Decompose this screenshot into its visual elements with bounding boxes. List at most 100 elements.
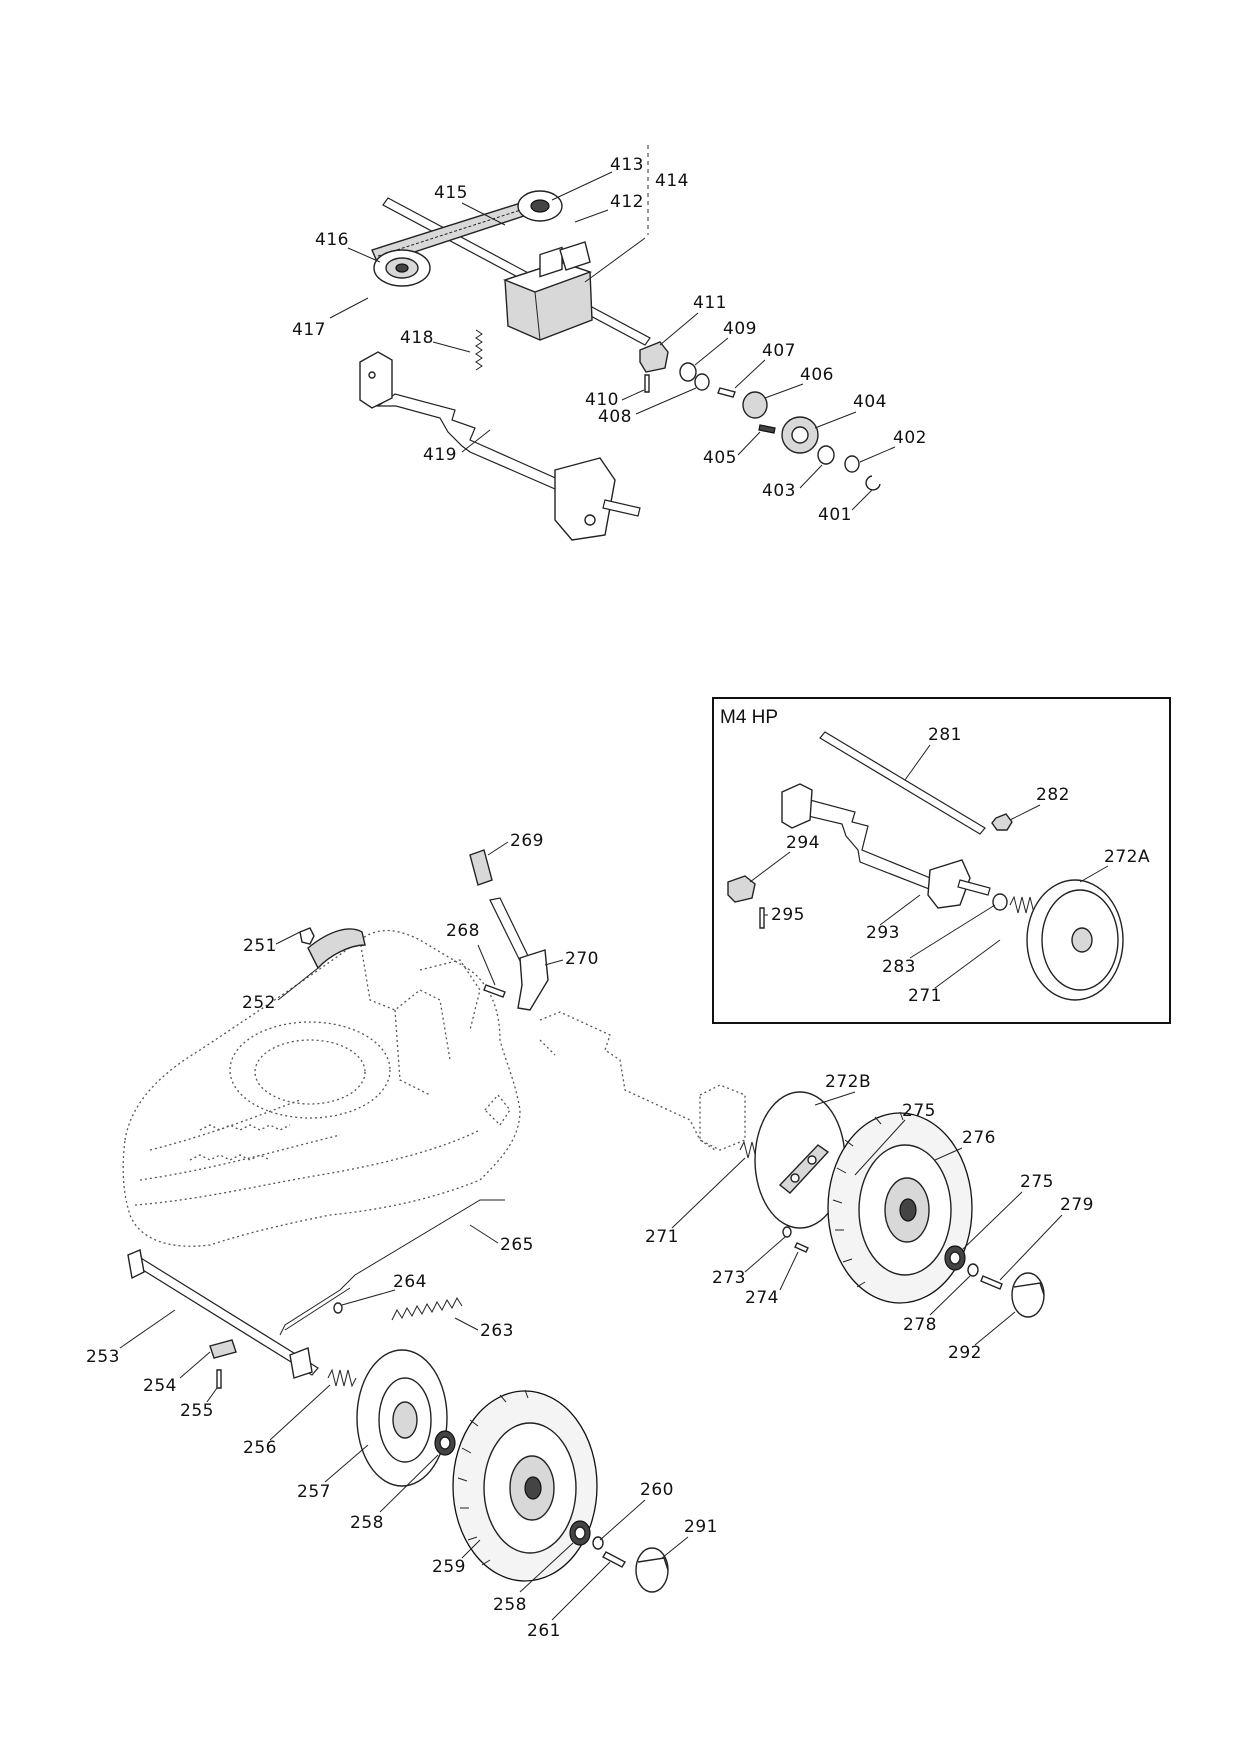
key-405 xyxy=(758,424,776,434)
axle-281 xyxy=(819,731,986,835)
label-265: 265 xyxy=(500,1235,534,1255)
label-258b: 258 xyxy=(493,1595,527,1615)
label-258a: 258 xyxy=(350,1513,384,1533)
label-257: 257 xyxy=(297,1482,331,1502)
washer-264 xyxy=(333,1302,343,1314)
screw-295 xyxy=(759,907,765,929)
bolt-274 xyxy=(794,1242,809,1253)
label-292: 292 xyxy=(948,1343,982,1363)
washer-278 xyxy=(967,1263,979,1277)
label-260: 260 xyxy=(640,1480,674,1500)
label-271-inset: 271 xyxy=(908,986,942,1006)
cap-252 xyxy=(307,928,366,970)
label-411: 411 xyxy=(693,293,727,313)
label-263: 263 xyxy=(480,1321,514,1341)
spring-418 xyxy=(475,329,483,371)
bolt-261 xyxy=(602,1551,626,1568)
label-415: 415 xyxy=(434,183,468,203)
hubcap-291 xyxy=(635,1547,669,1593)
label-410: 410 xyxy=(585,390,619,410)
bushing-406 xyxy=(742,391,768,419)
screw-255 xyxy=(216,1369,222,1389)
clip-254 xyxy=(209,1339,237,1359)
rod-265 xyxy=(279,1199,505,1336)
label-419: 419 xyxy=(423,445,457,465)
label-401: 401 xyxy=(818,505,852,525)
washer-409 xyxy=(679,362,697,382)
gearbox-assembly xyxy=(359,145,881,541)
washer-402 xyxy=(844,455,860,473)
label-278: 278 xyxy=(903,1315,937,1335)
label-264: 264 xyxy=(393,1272,427,1292)
label-291: 291 xyxy=(684,1517,718,1537)
screw-251 xyxy=(299,927,315,945)
spring-256 xyxy=(327,1368,357,1388)
clip-401 xyxy=(865,475,881,491)
label-256: 256 xyxy=(243,1438,277,1458)
label-283: 283 xyxy=(882,957,916,977)
label-414: 414 xyxy=(655,171,689,191)
pin-410 xyxy=(644,374,650,393)
label-405: 405 xyxy=(703,448,737,468)
label-252: 252 xyxy=(242,993,276,1013)
label-259: 259 xyxy=(432,1557,466,1577)
inset-title: M4 HP xyxy=(720,707,778,728)
label-407: 407 xyxy=(762,341,796,361)
bracket-294 xyxy=(727,875,756,903)
label-271: 271 xyxy=(645,1227,679,1247)
label-270: 270 xyxy=(565,949,599,969)
mower-deck-outline xyxy=(122,929,521,1247)
washer-283 xyxy=(992,893,1008,911)
inset-frame xyxy=(712,697,1171,1024)
label-254: 254 xyxy=(143,1376,177,1396)
grip-269 xyxy=(469,849,493,886)
spring-263 xyxy=(391,1296,463,1321)
height-bar-419 xyxy=(376,393,579,493)
inset-m4-hp: M4 HP xyxy=(712,697,1171,1024)
label-413: 413 xyxy=(610,155,644,175)
label-295: 295 xyxy=(771,905,805,925)
label-408: 408 xyxy=(598,407,632,427)
bearing-403 xyxy=(817,445,835,465)
label-273: 273 xyxy=(712,1268,746,1288)
label-253: 253 xyxy=(86,1347,120,1367)
label-406: 406 xyxy=(800,365,834,385)
label-293: 293 xyxy=(866,923,900,943)
label-272B: 272B xyxy=(825,1072,871,1092)
label-279: 279 xyxy=(1060,1195,1094,1215)
label-275a: 275 xyxy=(902,1101,936,1121)
label-418: 418 xyxy=(400,328,434,348)
hubcap-292 xyxy=(1011,1272,1045,1318)
label-275b: 275 xyxy=(1020,1172,1054,1192)
lower-labels: 269 251 268 270 252 272B 275 276 275 279… xyxy=(86,831,1094,1641)
label-274: 274 xyxy=(745,1288,779,1308)
label-281: 281 xyxy=(928,725,962,745)
inset-labels: 281 282 294 272A 295 293 283 271 xyxy=(749,725,1150,1006)
washer-408 xyxy=(694,373,710,391)
pin-407 xyxy=(717,387,736,398)
label-276: 276 xyxy=(962,1128,996,1148)
screw-279 xyxy=(980,1275,1003,1290)
label-402: 402 xyxy=(893,428,927,448)
lever-270 xyxy=(489,897,531,966)
label-294: 294 xyxy=(786,833,820,853)
label-269: 269 xyxy=(510,831,544,851)
label-268: 268 xyxy=(446,921,480,941)
label-272A: 272A xyxy=(1104,847,1150,867)
lower-assembly xyxy=(122,849,1045,1593)
washer-273 xyxy=(782,1226,792,1238)
bolt-268 xyxy=(483,984,506,998)
label-251: 251 xyxy=(243,936,277,956)
label-412: 412 xyxy=(610,192,644,212)
bracket-411 xyxy=(639,341,669,373)
label-417: 417 xyxy=(292,320,326,340)
nut-282 xyxy=(991,813,1013,831)
label-261: 261 xyxy=(527,1621,561,1641)
label-416: 416 xyxy=(315,230,349,250)
label-403: 403 xyxy=(762,481,796,501)
label-404: 404 xyxy=(853,392,887,412)
upper-labels: 413 415 414 412 416 417 418 411 409 407 … xyxy=(292,155,927,525)
label-282: 282 xyxy=(1036,785,1070,805)
label-255: 255 xyxy=(180,1401,214,1421)
